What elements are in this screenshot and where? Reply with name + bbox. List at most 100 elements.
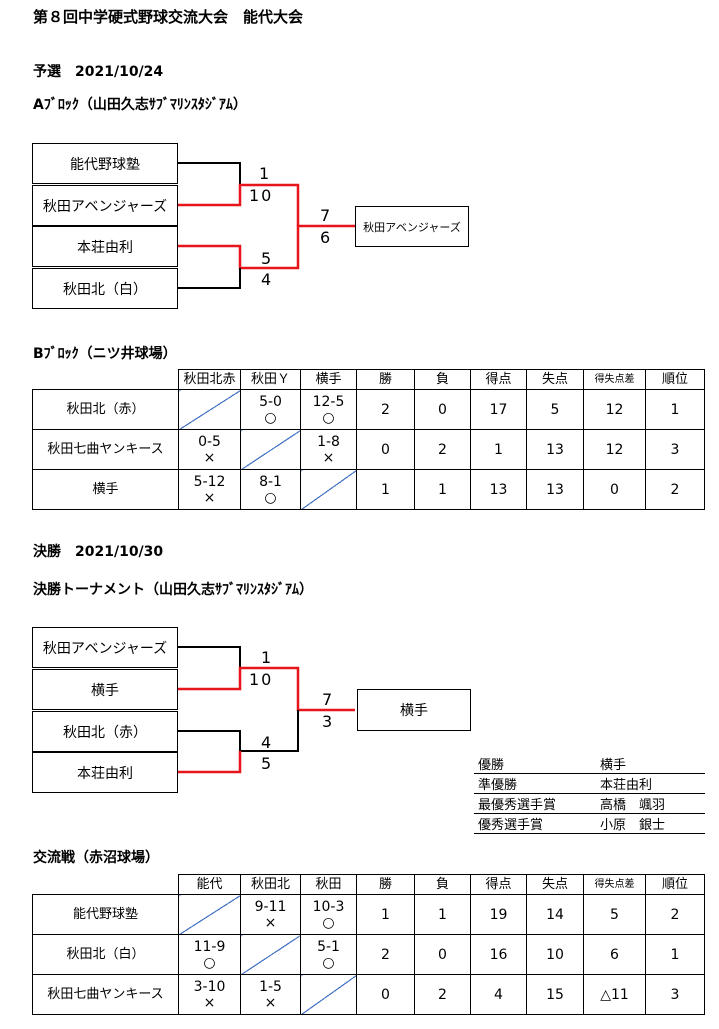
runs-allowed-cell: 14 [526, 894, 584, 935]
result-cell: 3-10× [178, 974, 241, 1015]
result-mark: ○ [322, 914, 335, 931]
award-value: 横手 [596, 754, 705, 774]
rank-cell: 2 [645, 894, 705, 935]
finals-team-1: 秋田アベンジャーズ [32, 627, 178, 668]
finals-heading: 決勝 2021/10/30 [33, 544, 164, 560]
exchange-header-row: 能代 秋田北 秋田 勝 負 得点 失点 得失点差 順位 [32, 874, 705, 895]
runs-scored-cell: 16 [470, 934, 527, 975]
result-mark: ○ [264, 409, 277, 426]
team-name: 秋田七曲ヤンキース [32, 974, 179, 1015]
result-cell: 10-3○ [300, 894, 357, 935]
result-mark: × [203, 994, 216, 1011]
result-mark: × [264, 914, 277, 931]
result-cell: 8-1○ [240, 469, 301, 510]
exchange-heading: 交流戦（赤沼球場） [33, 850, 159, 866]
block-a-semi2-top-score: 5 [261, 249, 274, 268]
award-label: 最優秀選手賞 [474, 793, 596, 814]
award-label: 準優勝 [474, 773, 596, 794]
block-a-final-top-score: 7 [320, 206, 333, 225]
col-header: 失点 [526, 874, 584, 895]
col-header: 秋田北 [240, 874, 301, 895]
runs-scored-cell: 19 [470, 894, 527, 935]
col-header: 能代 [178, 874, 241, 895]
result-mark: × [264, 994, 277, 1011]
result-mark: × [322, 449, 335, 466]
finals-team-2: 横手 [32, 669, 178, 710]
block-a-semi1-top-score: 1 [259, 164, 272, 183]
result-cell: 5-0○ [240, 389, 301, 430]
block-a-winner: 秋田アベンジャーズ [355, 206, 469, 247]
award-row: 優秀選手賞小原 銀士 [474, 813, 705, 834]
awards-table: 優勝横手 準優勝本荘由利 最優秀選手賞高橋 颯羽 優秀選手賞小原 銀士 [474, 754, 705, 834]
finals-semi2-top-score: 4 [261, 733, 274, 752]
block-b-table: 秋田北赤 秋田Ｙ 横手 勝 負 得点 失点 得失点差 順位 秋田北（赤） 5-0… [32, 369, 705, 510]
block-b-header-row: 秋田北赤 秋田Ｙ 横手 勝 負 得点 失点 得失点差 順位 [32, 369, 705, 390]
team-name: 秋田北（白） [32, 934, 179, 975]
result-score: 1-8 [317, 433, 340, 450]
result-cell: 11-9○ [178, 934, 241, 975]
result-score: 12-5 [312, 393, 345, 410]
award-label: 優勝 [474, 754, 596, 774]
finals-semi1-bottom-score: 10 [249, 670, 274, 689]
self-match-cell [178, 894, 241, 935]
table-row: 秋田七曲ヤンキース 3-10× 1-5× 0 2 4 15 △11 3 [32, 974, 705, 1015]
runs-scored-cell: 13 [470, 469, 527, 510]
col-header: 順位 [645, 874, 705, 895]
runs-scored-cell: 4 [470, 974, 527, 1015]
runs-allowed-cell: 13 [526, 429, 584, 470]
result-mark: ○ [322, 409, 335, 426]
wins-cell: 1 [356, 894, 415, 935]
block-a-team-4: 秋田北（白） [32, 268, 178, 309]
award-row: 優勝横手 [474, 754, 705, 774]
award-value: 本荘由利 [596, 773, 705, 794]
result-cell: 5-12× [178, 469, 241, 510]
result-score: 0-5 [198, 433, 221, 450]
self-match-cell [240, 934, 301, 975]
finals-subheading: 決勝トーナメント（山田久志ｻﾌﾞﾏﾘﾝｽﾀｼﾞｱﾑ） [33, 582, 313, 598]
result-score: 10-3 [312, 898, 345, 915]
result-mark: ○ [322, 954, 335, 971]
result-mark: ○ [264, 489, 277, 506]
table-row: 横手 5-12× 8-1○ 1 1 13 13 0 2 [32, 469, 705, 510]
losses-cell: 2 [414, 974, 471, 1015]
result-score: 5-0 [259, 393, 282, 410]
award-row: 最優秀選手賞高橋 颯羽 [474, 793, 705, 814]
block-a-final-bottom-score: 6 [320, 228, 333, 247]
result-cell: 9-11× [240, 894, 301, 935]
col-header: 秋田 [300, 874, 357, 895]
run-diff-cell: 6 [583, 934, 646, 975]
block-a-semi2-bottom-score: 4 [261, 270, 274, 289]
finals-final-bottom-score: 3 [322, 712, 335, 731]
finals-team-3: 秋田北（赤） [32, 711, 178, 752]
result-mark: × [203, 449, 216, 466]
result-score: 1-5 [259, 978, 282, 995]
col-header: 失点 [526, 369, 584, 390]
result-score: 5-1 [317, 938, 340, 955]
block-a-team-2: 秋田アベンジャーズ [32, 185, 178, 226]
block-a-team-1: 能代野球塾 [32, 143, 178, 184]
result-cell: 5-1○ [300, 934, 357, 975]
run-diff-cell: 12 [583, 429, 646, 470]
rank-cell: 2 [645, 469, 705, 510]
finals-semi2-bottom-score: 5 [261, 754, 274, 773]
runs-allowed-cell: 13 [526, 469, 584, 510]
self-match-cell [300, 974, 357, 1015]
result-score: 9-11 [254, 898, 287, 915]
col-header: 負 [414, 874, 471, 895]
run-diff-cell: 12 [583, 389, 646, 430]
table-row: 能代野球塾 9-11× 10-3○ 1 1 19 14 5 2 [32, 894, 705, 935]
finals-winner: 横手 [357, 689, 471, 731]
run-diff-cell: △11 [583, 974, 646, 1015]
result-score: 8-1 [259, 473, 282, 490]
corner-cell [32, 874, 179, 895]
result-score: 11-9 [193, 938, 226, 955]
block-b-heading: Bﾌﾞﾛｯｸ（ニツ井球場） [33, 346, 177, 362]
page-title: 第８回中学硬式野球交流大会 能代大会 [33, 8, 304, 26]
self-match-cell [300, 469, 357, 510]
block-a-semi1-bottom-score: 10 [249, 186, 274, 205]
run-diff-cell: 0 [583, 469, 646, 510]
team-name: 横手 [32, 469, 179, 510]
block-a-team-3: 本荘由利 [32, 226, 178, 267]
